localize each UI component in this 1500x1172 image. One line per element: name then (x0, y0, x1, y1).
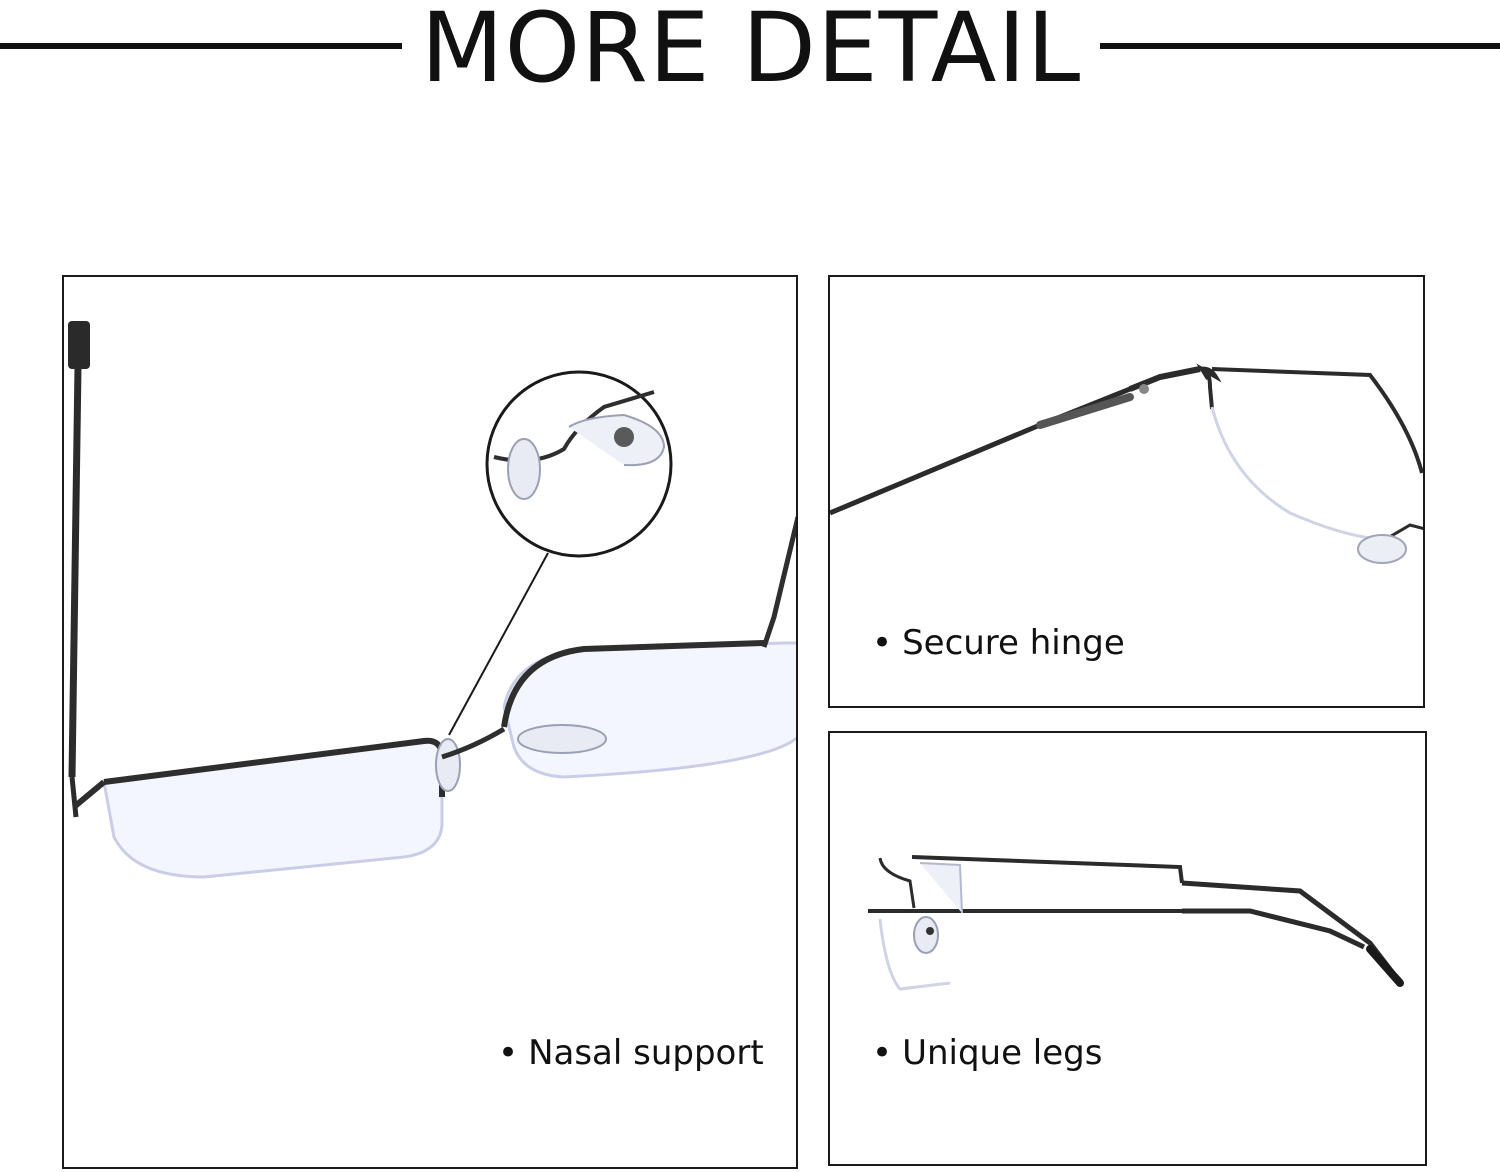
caption-secure-hinge: •Secure hinge (872, 623, 1125, 663)
caption-bullet: • (872, 623, 893, 663)
page-title: MORE DETAIL (420, 0, 1082, 104)
caption-nasal-support-text: Nasal support (528, 1033, 764, 1073)
caption-unique-legs-text: Unique legs (902, 1033, 1103, 1073)
glasses-front-photo (68, 321, 796, 879)
glasses-side-photo (868, 855, 1404, 991)
caption-bullet: • (872, 1033, 893, 1073)
panel-secure-hinge: •Secure hinge (828, 275, 1425, 708)
title-rule-right (1100, 43, 1500, 49)
caption-unique-legs: •Unique legs (872, 1033, 1102, 1073)
caption-secure-hinge-text: Secure hinge (902, 623, 1125, 663)
caption-bullet: • (498, 1033, 519, 1073)
caption-nasal-support: •Nasal support (498, 1033, 764, 1073)
title-rule-left (0, 43, 402, 49)
glasses-hinge-photo (830, 363, 1423, 564)
panel-unique-legs: •Unique legs (828, 731, 1427, 1166)
panel-nasal-support: •Nasal support (62, 275, 798, 1169)
